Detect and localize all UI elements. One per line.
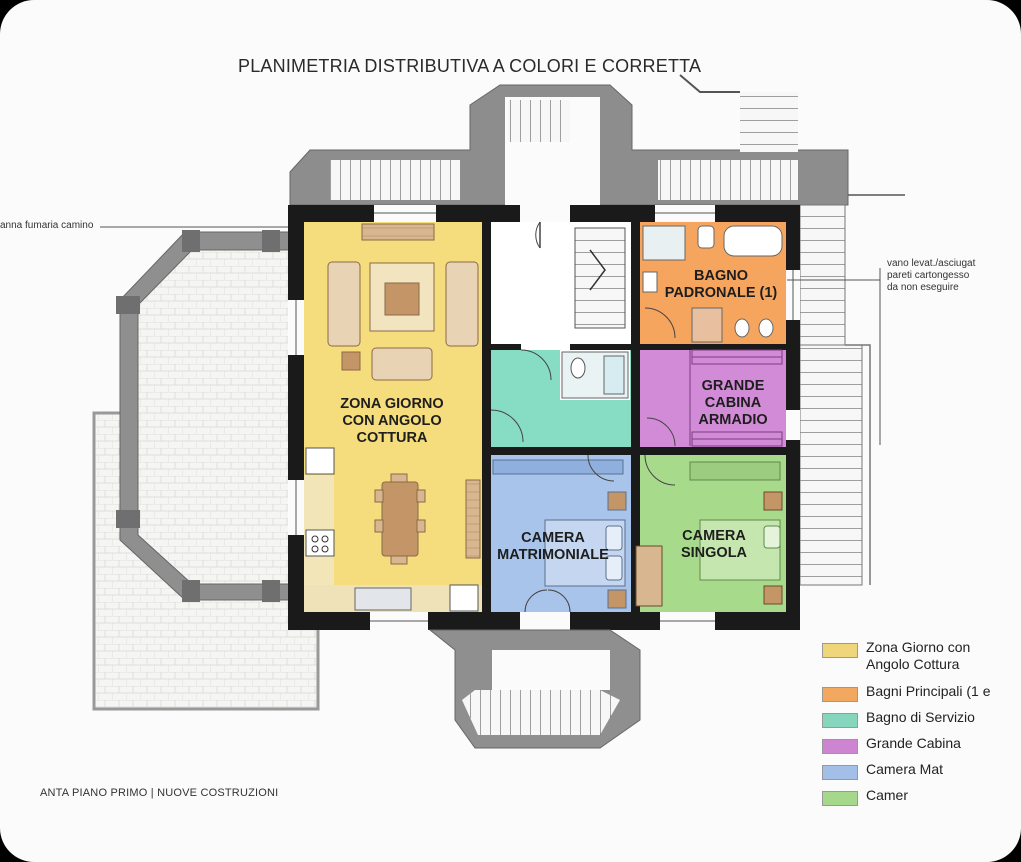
- legend-swatch: [822, 739, 858, 754]
- room-label-line: CAMERA: [521, 530, 585, 546]
- right-stairs: [799, 204, 871, 586]
- room-label-line: ARMADIO: [698, 412, 768, 428]
- legend-item: Camera Mat: [822, 760, 1021, 786]
- legend-swatch: [822, 765, 858, 780]
- living-furniture: [305, 223, 481, 612]
- legend-item: Bagni Principali (1 e: [822, 682, 1021, 708]
- legend-label-line: Zona Giorno con: [866, 639, 971, 655]
- room-label-camera-singola: CAMERA SINGOLA: [668, 528, 760, 562]
- room-label-line: CAMERA: [682, 528, 746, 544]
- legend-item: Grande Cabina: [822, 734, 1021, 760]
- legend-label: Bagno di Servizio: [866, 709, 975, 725]
- annotation-line: vano levat./asciugat: [887, 258, 976, 269]
- legend-label: Bagni Principali (1 e: [866, 683, 991, 699]
- room-label-line: COTTURA: [356, 430, 428, 446]
- room-label-zona-giorno: ZONA GIORNO CON ANGOLO COTTURA: [336, 396, 448, 447]
- room-label-line: ZONA GIORNO: [340, 396, 444, 412]
- room-label-line: MATRIMONIALE: [497, 547, 609, 563]
- legend-label: Camer: [866, 787, 909, 803]
- bottom-bay: [428, 629, 641, 749]
- legend-label: Grande Cabina: [866, 735, 961, 751]
- room-label-line: CON ANGOLO: [342, 413, 442, 429]
- room-label-line: PADRONALE (1): [664, 285, 778, 301]
- annotation-line: pareti cartongesso: [887, 270, 970, 281]
- wc-service: [561, 351, 629, 399]
- central-stair: [535, 221, 626, 329]
- room-label-line: GRANDE: [701, 378, 765, 394]
- legend-label: Zona Giorno con Angolo Cottura: [866, 639, 970, 673]
- room-label-line: SINGOLA: [680, 545, 748, 561]
- terrace-left: [92, 230, 320, 711]
- master-bath-fixtures: [642, 225, 783, 343]
- room-label-line: CABINA: [704, 395, 762, 411]
- annotation-utility: vano levat./asciugat pareti cartongesso …: [887, 258, 975, 294]
- room-label-bagno-padronale: BAGNO PADRONALE (1): [656, 268, 786, 302]
- footer-caption: ANTA PIANO PRIMO | NUOVE COSTRUZIONI: [40, 787, 279, 799]
- room-label-line: BAGNO: [694, 268, 748, 284]
- legend-label: Camera Mat: [866, 761, 944, 777]
- page-title: PLANIMETRIA DISTRIBUTIVA A COLORI E CORR…: [238, 56, 702, 76]
- legend-swatch: [822, 643, 858, 658]
- legend-item: Camer: [822, 786, 1021, 812]
- room-label-camera-matrimoniale: CAMERA MATRIMONIALE: [492, 530, 614, 564]
- room-label-grande-cabina: GRANDE CABINA ARMADIO: [690, 378, 776, 429]
- legend-item: Zona Giorno con Angolo Cottura: [822, 638, 1021, 682]
- legend: Zona Giorno con Angolo Cottura Bagni Pri…: [822, 638, 1021, 812]
- legend-item: Bagno di Servizio: [822, 708, 1021, 734]
- annotation-chimney: anna fumaria camino: [0, 220, 94, 231]
- legend-swatch: [822, 713, 858, 728]
- legend-swatch: [822, 791, 858, 806]
- door-swings: [490, 307, 676, 613]
- top-structure: [289, 74, 905, 206]
- legend-label-line: Angolo Cottura: [866, 656, 960, 672]
- legend-swatch: [822, 687, 858, 702]
- beds: [492, 459, 783, 609]
- annotation-line: da non eseguire: [887, 282, 959, 293]
- wardrobe: [689, 349, 783, 447]
